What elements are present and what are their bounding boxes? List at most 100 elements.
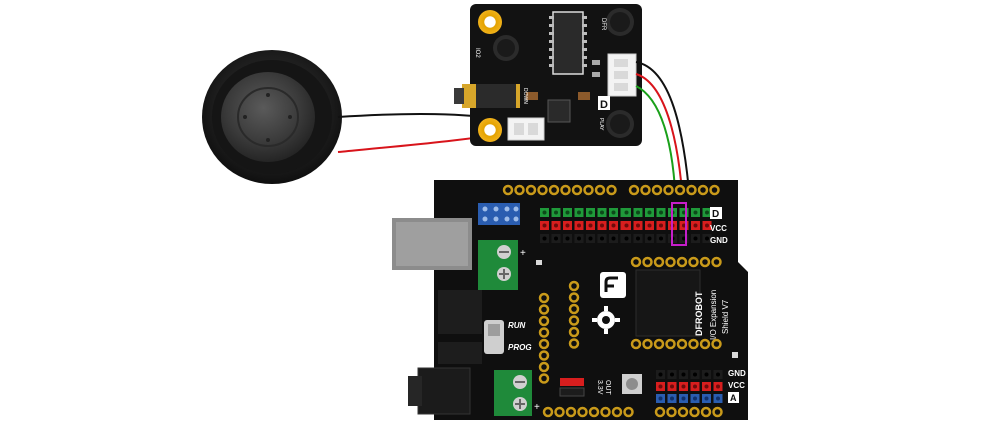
bottom-label-gnd: GND <box>728 369 746 378</box>
icsp-header <box>478 203 520 225</box>
power-header-pin <box>568 303 580 315</box>
power-header-pin <box>538 373 550 384</box>
mcu-header-pin <box>642 256 653 268</box>
arduino-header-pin <box>674 184 686 196</box>
arduino-header-pin <box>689 406 700 418</box>
digital-gnd-pin-hole <box>565 236 570 241</box>
arduino-header-pin <box>654 406 666 418</box>
analog-vcc-pin-hole <box>670 384 674 389</box>
power-out-text: 3.3V <box>596 380 603 395</box>
power-header-pin <box>538 327 550 338</box>
digital-signal-pin-hole <box>542 210 547 215</box>
power-header-pin <box>538 292 550 304</box>
mcu-header-pin <box>699 256 711 268</box>
gear-icon <box>592 306 620 334</box>
digital-signal-pin-hole <box>659 210 663 215</box>
product-text: I/O Expansion <box>709 290 718 340</box>
bottom-label-a: A <box>730 393 737 403</box>
connection-highlight <box>671 202 687 246</box>
analog-vcc-pin-hole <box>693 384 697 389</box>
arduino-header-pin <box>697 184 709 196</box>
digital-signal-pin-hole <box>636 210 640 215</box>
analog-signal-pin-hole <box>670 396 674 401</box>
pin-headers <box>502 184 723 418</box>
power-header-pin <box>568 280 580 292</box>
power-header-pin <box>538 304 550 315</box>
module-pin-label: D <box>600 99 608 111</box>
prog-label: PROG <box>508 343 532 352</box>
digital-signal-pin-hole <box>624 210 629 215</box>
digital-signal-pin-hole <box>611 210 616 215</box>
digital-gnd-pin-hole <box>542 236 547 241</box>
mcu-header-pin <box>665 256 676 268</box>
terminal-plus: + <box>520 248 526 259</box>
arduino-header-pin <box>700 406 712 418</box>
arduino-header-pin <box>554 406 565 418</box>
speaker-connector <box>507 117 545 141</box>
digital-gnd-pin-hole <box>636 236 640 241</box>
analog-vcc-pin-hole <box>681 384 686 389</box>
arduino-header-pin <box>611 406 623 418</box>
digital-vcc-pin-hole <box>693 223 698 228</box>
terminal-plus-bottom: + <box>534 402 540 413</box>
analog-gnd-pin-hole <box>658 372 663 377</box>
header-label-vcc: VCC <box>710 224 727 233</box>
analog-signal-pin-hole <box>716 396 720 401</box>
digital-gnd-pin-hole <box>705 236 709 241</box>
version-text: Shield V7 <box>721 299 730 334</box>
arduino-header-pin <box>537 184 548 196</box>
arduino-header-pin <box>514 184 525 196</box>
digital-gnd-pin-hole <box>693 236 698 241</box>
digital-signal-pin-hole <box>600 210 604 215</box>
analog-gnd-pin-hole <box>693 372 697 377</box>
digital-signal-pin-hole <box>554 210 558 215</box>
digital-signal-pin-hole <box>565 210 570 215</box>
digital-vcc-pin-hole <box>565 223 570 228</box>
digital-vcc-pin-hole <box>624 223 629 228</box>
mount-hole-icon <box>478 118 502 142</box>
analog-vcc-pin-hole <box>658 384 663 389</box>
arduino-header-pin <box>565 406 577 418</box>
header-label-d: D <box>712 209 719 220</box>
power-jack <box>417 367 471 415</box>
analog-signal-pin-hole <box>704 396 709 401</box>
arduino-header-pin <box>712 406 723 418</box>
arduino-header-pin <box>502 184 514 196</box>
power-header-pin <box>538 338 550 350</box>
digital-vcc-pin-hole <box>542 223 547 228</box>
digital-vcc-pin-hole <box>554 223 558 228</box>
digital-signal-pin-hole <box>577 210 581 215</box>
arduino-header-pin <box>525 184 537 196</box>
power-header-pin <box>538 361 550 373</box>
mcu-header-pin <box>653 256 665 268</box>
power-header-pin <box>568 326 580 338</box>
arduino-header-pin <box>548 184 560 196</box>
digital-vcc-pin-hole <box>600 223 604 228</box>
analog-gnd-pin-hole <box>704 372 709 377</box>
digital-signal-pin-hole <box>647 210 652 215</box>
digital-gnd-pin-hole <box>659 236 663 241</box>
arduino-header-pin <box>542 406 554 418</box>
analog-vcc-pin-hole <box>704 384 709 389</box>
arduino-header-pin <box>628 184 640 196</box>
digital-gnd-pin-hole <box>554 236 558 241</box>
arduino-header-pin <box>640 184 651 196</box>
module-silk-down: DOWN <box>522 88 528 104</box>
power-header-pin <box>568 292 580 303</box>
screw-terminal-top: + <box>478 240 526 290</box>
mcu-header-pin <box>688 256 699 268</box>
analog-vcc-pin-hole <box>716 384 720 389</box>
arduino-header-pin <box>560 184 571 196</box>
arduino-header-pin <box>677 406 689 418</box>
analog-gnd-pin-hole <box>681 372 686 377</box>
arduino-header-pin <box>666 406 677 418</box>
arduino-header-pin <box>571 184 583 196</box>
power-header-pin <box>568 338 580 349</box>
run-label: RUN <box>508 321 526 330</box>
mcu-header-pin <box>699 338 711 350</box>
digital-gnd-pin-hole <box>647 236 652 241</box>
arduino-header-pin <box>594 184 606 196</box>
arduino-header-pin <box>600 406 611 418</box>
mcu-header-pin <box>653 338 665 350</box>
